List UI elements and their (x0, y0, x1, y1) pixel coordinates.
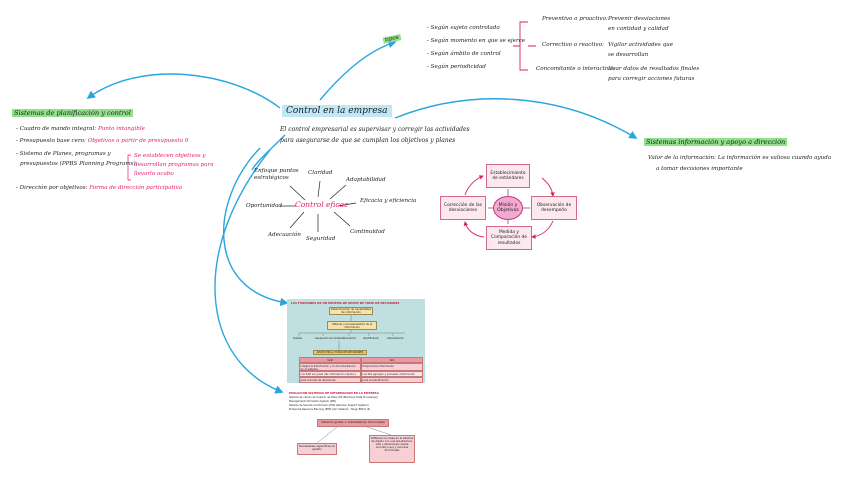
tipos-item-1: - Según sujeto controlado (427, 25, 500, 31)
doc-table-cell: para la toma de decisiones (299, 377, 361, 383)
embedded-document: LAS FUNCIONES DE UN SISTEMA DE APOYO DE … (287, 299, 425, 467)
control-eficaz-center: Control eficaz (295, 200, 349, 209)
cycle-arrows (463, 175, 555, 239)
cycle-step-estandares: Establecimiento de estándares (486, 164, 530, 188)
doc-top-box: Determinación de necesidades de informac… (329, 307, 373, 315)
planificacion-title: Sistemas de planificación y control (12, 109, 133, 117)
informacion-title: Sistemas información y apoyo a dirección (644, 138, 788, 146)
plan-item-4: presupuestos (PPBS Planning Programs): (20, 161, 138, 167)
plan-item-4-note-2: desarrollan programas para (134, 162, 214, 168)
attr-adaptabilidad: Adaptabilidad (346, 177, 386, 183)
plan-item-5: - Dirección por objetivos: Forma de dire… (16, 185, 183, 191)
doc-table-cell: Proporciona información (361, 363, 423, 371)
kind-preventivo-desc-2: en cantidad y calidad (608, 26, 669, 32)
doc-yellow-bar: APOYO EN LA TOMA DE DECISIONES (313, 350, 367, 355)
doc-table-header-sad: SAD (299, 357, 361, 363)
doc-table-cell: Los SIG agrupan y procesan información (361, 371, 423, 377)
doc-small-box-5: Interpretación (387, 337, 404, 340)
doc-evolution-line: Sistema de Soporte a la Decisión (DSS (D… (289, 404, 369, 407)
doc-evolution-line: Enterprise Resource Planning (ERP) (Ver … (289, 408, 371, 411)
attr-claridad: Claridad (308, 170, 333, 176)
informacion-line-2: a tomar decisiones importante (656, 166, 743, 172)
cycle-step-observacion: Observación de desempeño (531, 196, 577, 220)
doc-global-box: Sistema global + Subsistemas funcionales (317, 419, 389, 427)
kind-concomitante-desc-1: Usar datos de resultados finales (608, 66, 700, 72)
kind-correctivo: Correctivo o reactivo: (542, 42, 604, 48)
plan-item-1: - Cuadro de mando integral: Punto intang… (16, 126, 145, 132)
central-definition-1: El control empresarial es supervisar y c… (280, 126, 470, 133)
doc-table-cell: para la planificación (361, 377, 423, 383)
cycle-step-medida: Medida y Comparación de resultados (486, 226, 532, 250)
kind-correctivo-desc-1: Vigilar actividades que (608, 42, 674, 48)
cycle-center: Misión y Objetivos (493, 196, 523, 220)
doc-evolution-line: Management Information System (MIS) (289, 400, 336, 403)
doc-evolution-line: Sistema de cálculo de creación de datos … (289, 396, 378, 399)
doc-table-header-sig: SIG (361, 357, 423, 363)
doc-small-box-4: Identificación (363, 337, 380, 340)
arrow-to-tipos (319, 40, 397, 101)
informacion-line-1: Valor de la información: La información … (648, 155, 832, 161)
doc-small-box-2: Generación de modelos (315, 337, 344, 340)
plan-bracket (127, 154, 131, 181)
eficaz-spokes (280, 180, 357, 232)
plan-item-4-note-1: Se establecen objetivos y (134, 153, 206, 159)
kind-preventivo: Preventivo o proactivo: (542, 16, 608, 22)
attr-seguridad: Seguridad (306, 236, 336, 242)
doc-mid-box: Obtener y procesamiento de la informació… (327, 321, 377, 330)
tipos-item-2: - Según momento en que se ejerce (427, 38, 526, 44)
doc-connectors (298, 315, 405, 444)
doc-table-cell: Los SAD son para dar información rápida … (299, 371, 361, 377)
doc-bottom-right-box: Software con base en el sistema de diseñ… (369, 435, 415, 463)
arrow-to-informacion (394, 98, 638, 139)
doc-table-cell: Integra la información y la documentació… (299, 363, 361, 371)
tipos-item-3: - Según ámbito de control (427, 51, 501, 57)
attr-oportunidad: Oportunidad (246, 203, 282, 209)
attr-adecuacion: Adecuación (268, 232, 301, 238)
kind-concomitante: Concomitante o interactivo: (536, 66, 616, 72)
doc-header: LAS FUNCIONES DE UN SISTEMA DE APOYO DE … (291, 301, 400, 305)
tipos-item-4: - Según periodicidad (427, 64, 486, 70)
attr-continuidad: Continuidad (350, 229, 385, 235)
plan-item-3: - Sistema de Planes, programas y (16, 151, 111, 157)
doc-bottom-left-box: Necesidades específicas de gestión (297, 443, 337, 455)
attr-eficacia: Eficacia y eficiencia (360, 198, 417, 204)
kind-correctivo-desc-2: se desarrollan (608, 52, 649, 58)
cycle-step-correccion: Corrección de las desviaciones (440, 196, 486, 220)
plan-item-2: - Presupuesto base cero: Objetivos a par… (16, 138, 189, 144)
attr-enfoque: Enfoque puntos estratégicos (254, 168, 299, 181)
central-definition-2: para asegurarse de que se cumplan los ob… (280, 137, 456, 144)
kind-preventivo-desc-1: Prevenir desviaciones (608, 16, 671, 22)
arrow-to-control-eficaz (251, 134, 286, 171)
arrow-to-planificacion (86, 73, 281, 109)
arrow-to-documento (223, 147, 289, 307)
central-title: Control en la empresa (282, 105, 392, 117)
kind-concomitante-desc-2: para corregir acciones futuras (608, 76, 695, 82)
arrow-down-long (214, 149, 284, 394)
plan-item-4-note-3: llevarlo acabo (134, 171, 174, 177)
doc-small-box-3: Simulación (343, 337, 357, 340)
doc-evolution-title: EVOLUCIÓN SISTEMAS DE INFORMACIÓN EN LA … (289, 391, 379, 395)
tipos-bracket (513, 21, 536, 71)
doc-small-box-1: Análisis (293, 337, 303, 340)
